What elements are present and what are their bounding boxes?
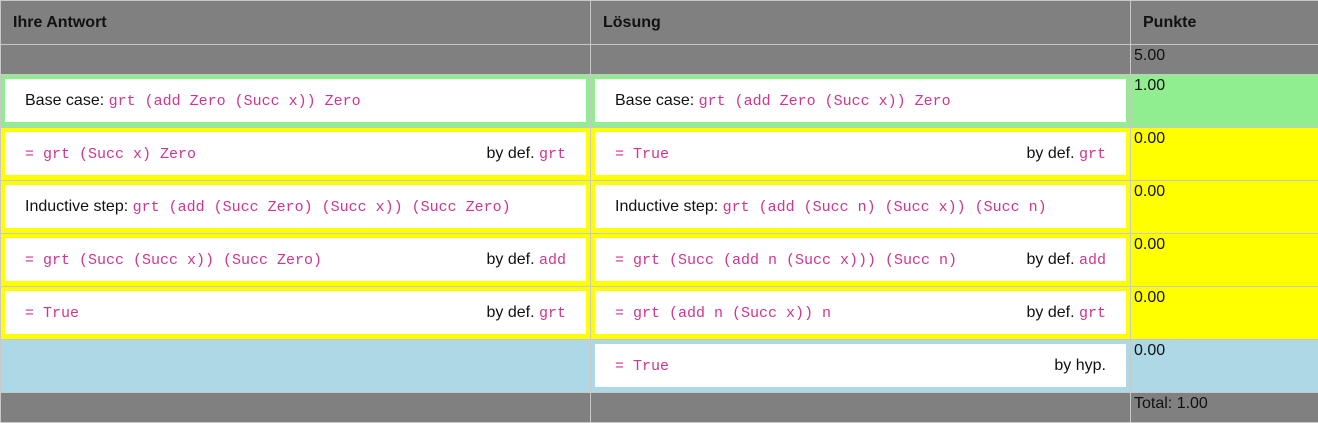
table-row: = True by hyp. 0.00 — [1, 340, 1318, 393]
step-code: = grt (Succ x) Zero — [25, 146, 196, 163]
solution-cell: = grt (Succ (add n (Succ x))) (Succ n) by… — [591, 234, 1131, 287]
step-justification: by def. grt — [487, 304, 567, 322]
step-label: Inductive step: — [25, 198, 133, 215]
step-code: = grt (Succ (add n (Succ x))) (Succ n) — [615, 252, 957, 269]
step-code: grt (add Zero (Succ x)) Zero — [109, 93, 361, 110]
step-expression: = grt (Succ (Succ x)) (Succ Zero) — [25, 251, 322, 269]
step-code: = grt (add n (Succ x)) n — [615, 305, 831, 322]
step-expression: = grt (Succ (add n (Succ x))) (Succ n) — [615, 251, 957, 269]
justification-code: grt — [1079, 146, 1106, 163]
step-justification: by def. add — [1027, 251, 1107, 269]
total-points: Total: 1.00 — [1131, 393, 1318, 423]
solution-cell: Base case: grt (add Zero (Succ x)) Zero — [591, 75, 1131, 128]
answer-cell: Inductive step: grt (add (Succ Zero) (Su… — [1, 181, 591, 234]
justification-text: by def. — [487, 251, 539, 268]
step-code: grt (add (Succ Zero) (Succ x)) (Succ Zer… — [133, 199, 511, 216]
proof-step: Base case: grt (add Zero (Succ x)) Zero — [595, 79, 1126, 122]
answer-cell — [1, 340, 591, 393]
proof-step: = True by hyp. — [595, 344, 1126, 387]
points-cell: 0.00 — [1131, 234, 1318, 287]
step-code: grt (add (Succ n) (Succ x)) (Succ n) — [723, 199, 1047, 216]
step-justification: by def. add — [487, 251, 567, 269]
step-expression: Base case: grt (add Zero (Succ x)) Zero — [25, 92, 361, 110]
proof-step: Inductive step: grt (add (Succ n) (Succ … — [595, 185, 1126, 228]
step-expression: = grt (Succ x) Zero — [25, 145, 196, 163]
justification-code: grt — [539, 146, 566, 163]
step-justification: by def. grt — [1027, 304, 1107, 322]
solution-cell: = True by def. grt — [591, 128, 1131, 181]
total-row: Total: 1.00 — [1, 393, 1318, 423]
step-code: = grt (Succ (Succ x)) (Succ Zero) — [25, 252, 322, 269]
justification-code: add — [539, 252, 566, 269]
step-code: grt (add Zero (Succ x)) Zero — [699, 93, 951, 110]
step-code: = True — [25, 305, 79, 322]
justification-text: by def. — [1027, 304, 1079, 321]
justification-text: by hyp. — [1054, 357, 1106, 374]
step-expression: Inductive step: grt (add (Succ Zero) (Su… — [25, 198, 511, 216]
justification-text: by def. — [1027, 145, 1079, 162]
proof-step: = grt (Succ x) Zero by def. grt — [5, 132, 586, 175]
table-row: = True by def. grt = grt (add n (Succ x))… — [1, 287, 1318, 340]
step-label: Base case: — [615, 92, 699, 109]
points-cell: 0.00 — [1131, 287, 1318, 340]
justification-text: by def. — [1027, 251, 1079, 268]
solution-cell: = True by hyp. — [591, 340, 1131, 393]
proof-step: = grt (Succ (add n (Succ x))) (Succ n) by… — [595, 238, 1126, 281]
step-label: Inductive step: — [615, 198, 723, 215]
table-row: Inductive step: grt (add (Succ Zero) (Su… — [1, 181, 1318, 234]
proof-step: = grt (Succ (Succ x)) (Succ Zero) by def.… — [5, 238, 586, 281]
answer-cell: = grt (Succ (Succ x)) (Succ Zero) by def.… — [1, 234, 591, 287]
points-cell: 1.00 — [1131, 75, 1318, 128]
justification-code: add — [1079, 252, 1106, 269]
step-expression: = grt (add n (Succ x)) n — [615, 304, 831, 322]
answer-cell: Base case: grt (add Zero (Succ x)) Zero — [1, 75, 591, 128]
step-code: = True — [615, 358, 669, 375]
step-label: Base case: — [25, 92, 109, 109]
points-cell: 0.00 — [1131, 128, 1318, 181]
max-points: 5.00 — [1131, 45, 1318, 75]
header-answer: Ihre Antwort — [1, 1, 591, 45]
max-points-row: 5.00 — [1, 45, 1318, 75]
solution-cell: Inductive step: grt (add (Succ n) (Succ … — [591, 181, 1131, 234]
proof-step: = grt (add n (Succ x)) n by def. grt — [595, 291, 1126, 334]
points-cell: 0.00 — [1131, 340, 1318, 393]
proof-step: Inductive step: grt (add (Succ Zero) (Su… — [5, 185, 586, 228]
step-justification: by def. grt — [1027, 145, 1107, 163]
table-row: = grt (Succ x) Zero by def. grt = True by … — [1, 128, 1318, 181]
header-row: Ihre Antwort Lösung Punkte — [1, 1, 1318, 45]
step-expression: = True — [615, 145, 669, 163]
justification-text: by def. — [487, 145, 539, 162]
table-row: Base case: grt (add Zero (Succ x)) Zero … — [1, 75, 1318, 128]
table-row: = grt (Succ (Succ x)) (Succ Zero) by def.… — [1, 234, 1318, 287]
step-expression: = True — [615, 357, 669, 375]
proof-step: = True by def. grt — [595, 132, 1126, 175]
answer-cell: = True by def. grt — [1, 287, 591, 340]
step-expression: Base case: grt (add Zero (Succ x)) Zero — [615, 92, 951, 110]
step-expression: = True — [25, 304, 79, 322]
step-expression: Inductive step: grt (add (Succ n) (Succ … — [615, 198, 1047, 216]
justification-code: grt — [1079, 305, 1106, 322]
answer-cell: = grt (Succ x) Zero by def. grt — [1, 128, 591, 181]
justification-text: by def. — [487, 304, 539, 321]
header-points: Punkte — [1131, 1, 1318, 45]
step-justification: by def. grt — [487, 145, 567, 163]
proof-step: Base case: grt (add Zero (Succ x)) Zero — [5, 79, 586, 122]
step-justification: by hyp. — [1054, 357, 1106, 375]
justification-code: grt — [539, 305, 566, 322]
header-solution: Lösung — [591, 1, 1131, 45]
points-cell: 0.00 — [1131, 181, 1318, 234]
solution-cell: = grt (add n (Succ x)) n by def. grt — [591, 287, 1131, 340]
proof-step: = True by def. grt — [5, 291, 586, 334]
step-code: = True — [615, 146, 669, 163]
